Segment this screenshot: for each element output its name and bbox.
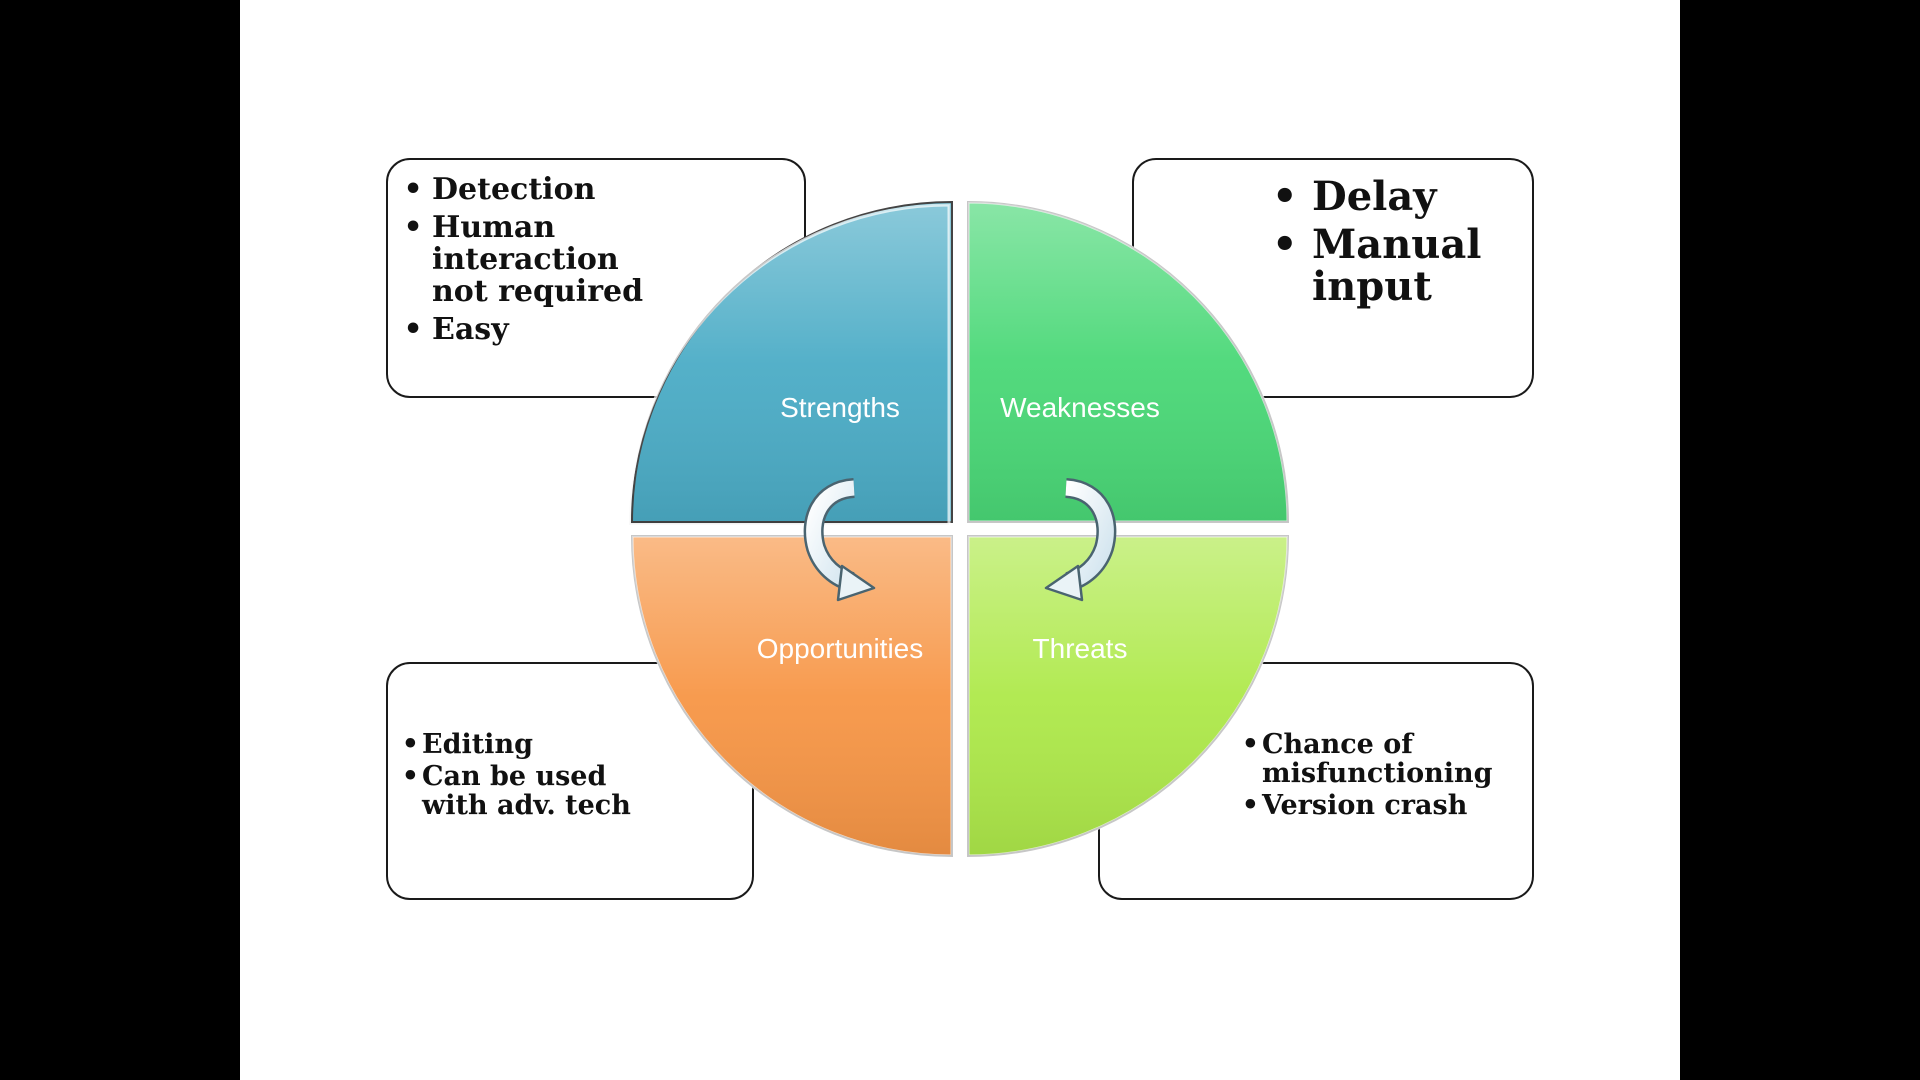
strengths-bullet: Easy — [404, 314, 804, 347]
weaknesses-bullet: Manual input — [1272, 224, 1482, 308]
weaknesses-bullet: Delay — [1272, 176, 1532, 219]
threats-bullet-list: Chance of misfunctioning Version crash — [1100, 664, 1532, 820]
opportunities-bullet-list: Editing Can be used with adv. tech — [388, 664, 752, 820]
quadrant-weaknesses: Weaknesses — [966, 200, 1290, 524]
threats-bullet: Version crash — [1242, 791, 1532, 820]
threats-label: Threats — [1033, 633, 1128, 664]
cycle-arrow-right-icon — [1044, 478, 1117, 602]
quadrant-opportunities: Opportunities — [630, 534, 954, 858]
strengths-label: Strengths — [780, 392, 900, 423]
weaknesses-quadrant-gloss — [966, 200, 1290, 524]
strengths-bullet: Human interaction not required — [404, 212, 662, 308]
threats-quadrant-gloss — [966, 534, 1290, 858]
opportunities-bullet: Can be used with adv. tech — [402, 762, 632, 820]
strengths-quadrant-gloss — [627, 203, 951, 527]
strengths-textbox: Detection Human interaction not required… — [386, 158, 806, 398]
quadrant-threats: Threats — [966, 534, 1290, 858]
threats-bullet: Chance of misfunctioning — [1242, 730, 1493, 788]
opportunities-label: Opportunities — [757, 633, 924, 664]
weaknesses-bullet-list: Delay Manual input — [1134, 160, 1532, 308]
strengths-bullet-list: Detection Human interaction not required… — [388, 160, 804, 347]
slide-canvas: Detection Human interaction not required… — [240, 0, 1680, 1080]
weaknesses-label: Weaknesses — [1000, 392, 1160, 423]
strengths-bullet: Detection — [404, 174, 804, 207]
opportunities-quadrant-gloss — [630, 534, 954, 858]
swot-wheel: Strengths Weaknesses Opportunities Threa… — [627, 200, 1290, 858]
quadrant-strengths: Strengths — [627, 200, 953, 527]
cycle-arrow-left-icon — [803, 478, 876, 602]
opportunities-bullet: Editing — [402, 730, 752, 759]
